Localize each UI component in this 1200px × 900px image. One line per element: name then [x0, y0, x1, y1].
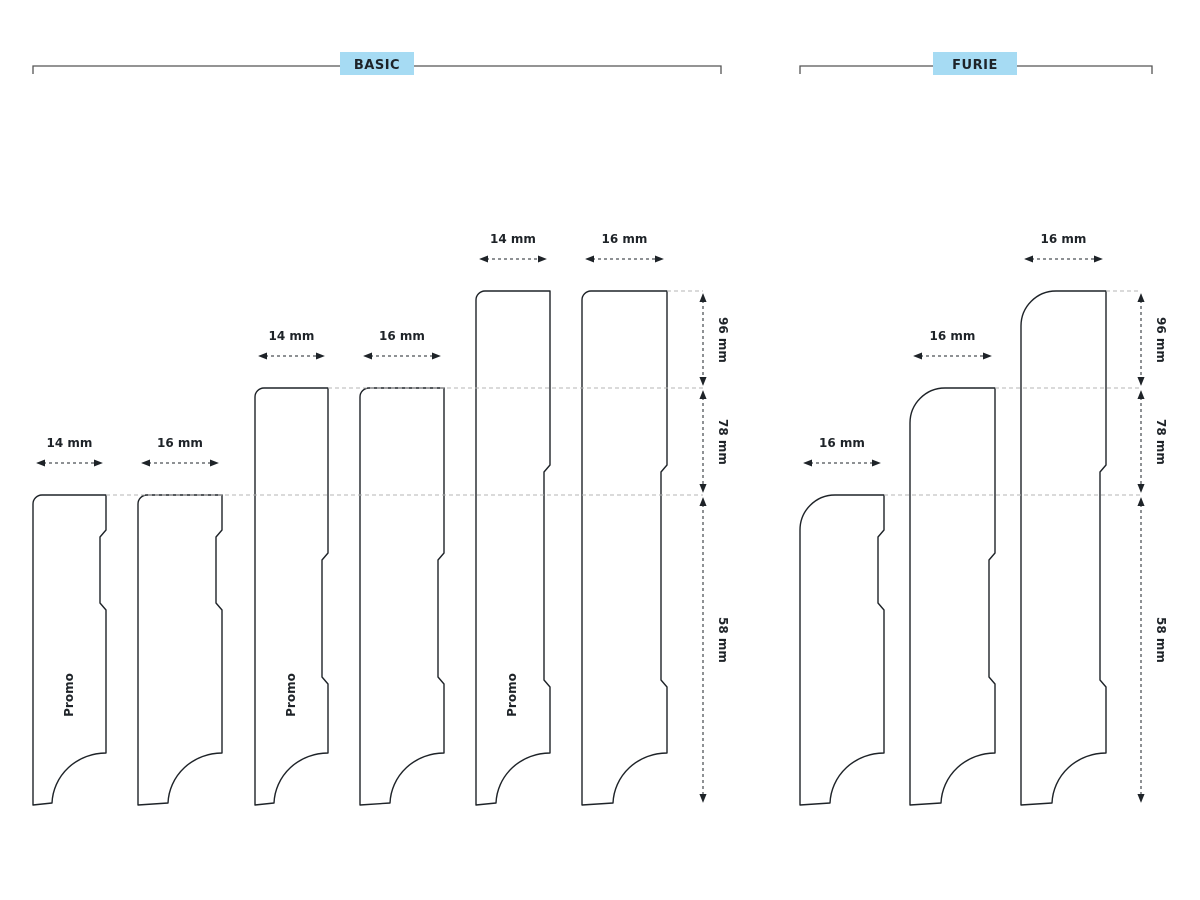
skirting-profile — [581, 290, 668, 806]
group-label-bg — [933, 52, 1017, 75]
width-label: 14 mm — [490, 232, 536, 246]
promo-label: Promo — [62, 673, 76, 717]
skirting-profile — [254, 387, 329, 806]
skirting-profile — [475, 290, 551, 806]
height-label: 96 mm — [1154, 317, 1168, 363]
promo-label: Promo — [505, 673, 519, 717]
height-label: 58 mm — [1154, 617, 1168, 663]
height-label: 78 mm — [716, 419, 730, 465]
height-label: 78 mm — [1154, 419, 1168, 465]
height-label: 96 mm — [716, 317, 730, 363]
skirting-profile — [799, 494, 885, 806]
promo-label: Promo — [284, 673, 298, 717]
width-label: 16 mm — [930, 329, 976, 343]
skirting-profile — [1020, 290, 1107, 806]
group-label: BASIC — [354, 58, 400, 73]
width-label: 16 mm — [602, 232, 648, 246]
width-label: 16 mm — [819, 436, 865, 450]
width-label: 14 mm — [47, 436, 93, 450]
skirting-profile — [137, 494, 223, 806]
width-label: 16 mm — [379, 329, 425, 343]
width-label: 14 mm — [269, 329, 315, 343]
height-label: 58 mm — [716, 617, 730, 663]
group-label: FURIE — [952, 58, 998, 73]
skirting-profile — [909, 387, 996, 806]
width-label: 16 mm — [1041, 232, 1087, 246]
group-label-bg — [340, 52, 414, 75]
width-label: 16 mm — [157, 436, 203, 450]
skirting-profile — [359, 387, 445, 806]
skirting-profile — [32, 494, 107, 806]
